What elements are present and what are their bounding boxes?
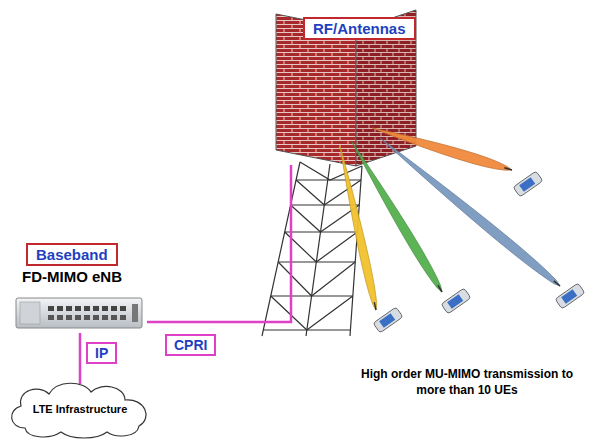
part-heading: RF/Antennas (303, 17, 416, 40)
antenna-node: RF/Antennas (303, 17, 432, 165)
baseband-node: BasebandFD-MIMO eNB (12, 243, 147, 333)
beam-set (340, 128, 560, 310)
antenna-panel (276, 10, 416, 166)
link-label: CPRI (165, 334, 216, 356)
note-text: High order MU-MIMO transmission to more … (352, 366, 582, 398)
link-label: IP (86, 342, 117, 364)
ue-phones (373, 171, 585, 333)
link-line (147, 165, 291, 322)
part-heading: Baseband (26, 243, 118, 266)
link-line (79, 333, 82, 384)
cloud-node: LTE Infrastructure (5, 378, 155, 440)
cloud-label: LTE Infrastructure (5, 403, 155, 415)
device-name: FD-MIMO eNB (22, 268, 147, 285)
tower-lattice (262, 150, 412, 336)
enb-device (16, 298, 142, 328)
